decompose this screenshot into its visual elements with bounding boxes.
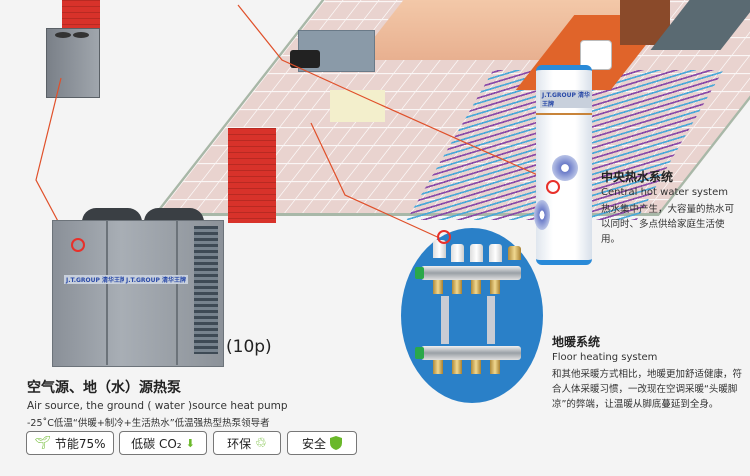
badge-safety: 安全 bbox=[287, 431, 357, 455]
porcelain-pattern bbox=[552, 155, 578, 181]
porcelain-pattern bbox=[534, 200, 550, 230]
floor-heating-title-cn: 地暖系统 bbox=[552, 335, 601, 349]
stove bbox=[290, 50, 320, 68]
target-marker-icon bbox=[437, 230, 451, 244]
hot-water-title-en: Central hot water system bbox=[601, 187, 728, 198]
brand-logo: J.T.GROUP 清华王牌 bbox=[124, 275, 188, 284]
badge-label: 节能75% bbox=[54, 436, 106, 451]
hot-water-tank: J.T.GROUP 清华王牌 bbox=[534, 65, 592, 265]
target-marker-icon bbox=[71, 238, 85, 252]
brand-logo: J.T.GROUP 清华王牌 bbox=[540, 90, 592, 108]
recycle-tree-icon: ♲ bbox=[255, 435, 267, 451]
shield-icon bbox=[330, 436, 342, 450]
hot-water-info: 中央热水系统 Central hot water system 热水集中产生，大… bbox=[601, 168, 750, 247]
bracket bbox=[441, 296, 449, 344]
product-title-en: Air source, the ground ( water )source h… bbox=[27, 400, 288, 412]
counter bbox=[330, 90, 385, 122]
manifold-backdrop bbox=[401, 228, 543, 403]
floor-heating-description: 和其他采暖方式相比，地暖更加舒适健康，符合人体采暖习惯，一改现在空调采暖“头暖脚… bbox=[552, 369, 743, 410]
heat-pump-unit: J.T.GROUP 清华王牌 J.T.GROUP 清华王牌 bbox=[52, 208, 224, 368]
brick-wall-corner bbox=[228, 128, 276, 223]
badge-eco-friendly: 环保 ♲ bbox=[213, 431, 281, 455]
bracket bbox=[487, 296, 495, 344]
badge-label: 低碳 CO₂ bbox=[131, 436, 182, 451]
floor-heating-title-en: Floor heating system bbox=[552, 352, 658, 363]
model-label: (10p) bbox=[226, 337, 272, 357]
badge-energy-saving: 🌱︎ 节能75% bbox=[26, 431, 114, 455]
target-marker-icon bbox=[546, 180, 560, 194]
down-arrow-icon: ⬇ bbox=[185, 436, 195, 450]
outdoor-unit-small bbox=[46, 28, 100, 98]
hot-water-title-cn: 中央热水系统 bbox=[601, 170, 674, 184]
floor-heating-info: 地暖系统 Floor heating system 和其他采暖方式相比，地暖更加… bbox=[552, 333, 750, 412]
product-tagline: -25˚C低温“供暖+制冷+生活热水”低温强热型热泵领导者 bbox=[27, 418, 270, 429]
sprout-icon: 🌱︎ bbox=[34, 435, 51, 451]
product-info: 空气源、地（水）源热泵 Air source, the ground ( wat… bbox=[27, 377, 367, 429]
badge-label: 安全 bbox=[301, 436, 326, 451]
badge-low-carbon: 低碳 CO₂ ⬇ bbox=[119, 431, 207, 455]
product-title-cn: 空气源、地（水）源热泵 bbox=[27, 380, 181, 396]
brand-logo: J.T.GROUP 清华王牌 bbox=[64, 275, 128, 284]
badge-label: 环保 bbox=[227, 436, 252, 451]
hot-water-description: 热水集中产生，大容量的热水可以同时、多点供给家庭生活使用。 bbox=[601, 204, 735, 245]
